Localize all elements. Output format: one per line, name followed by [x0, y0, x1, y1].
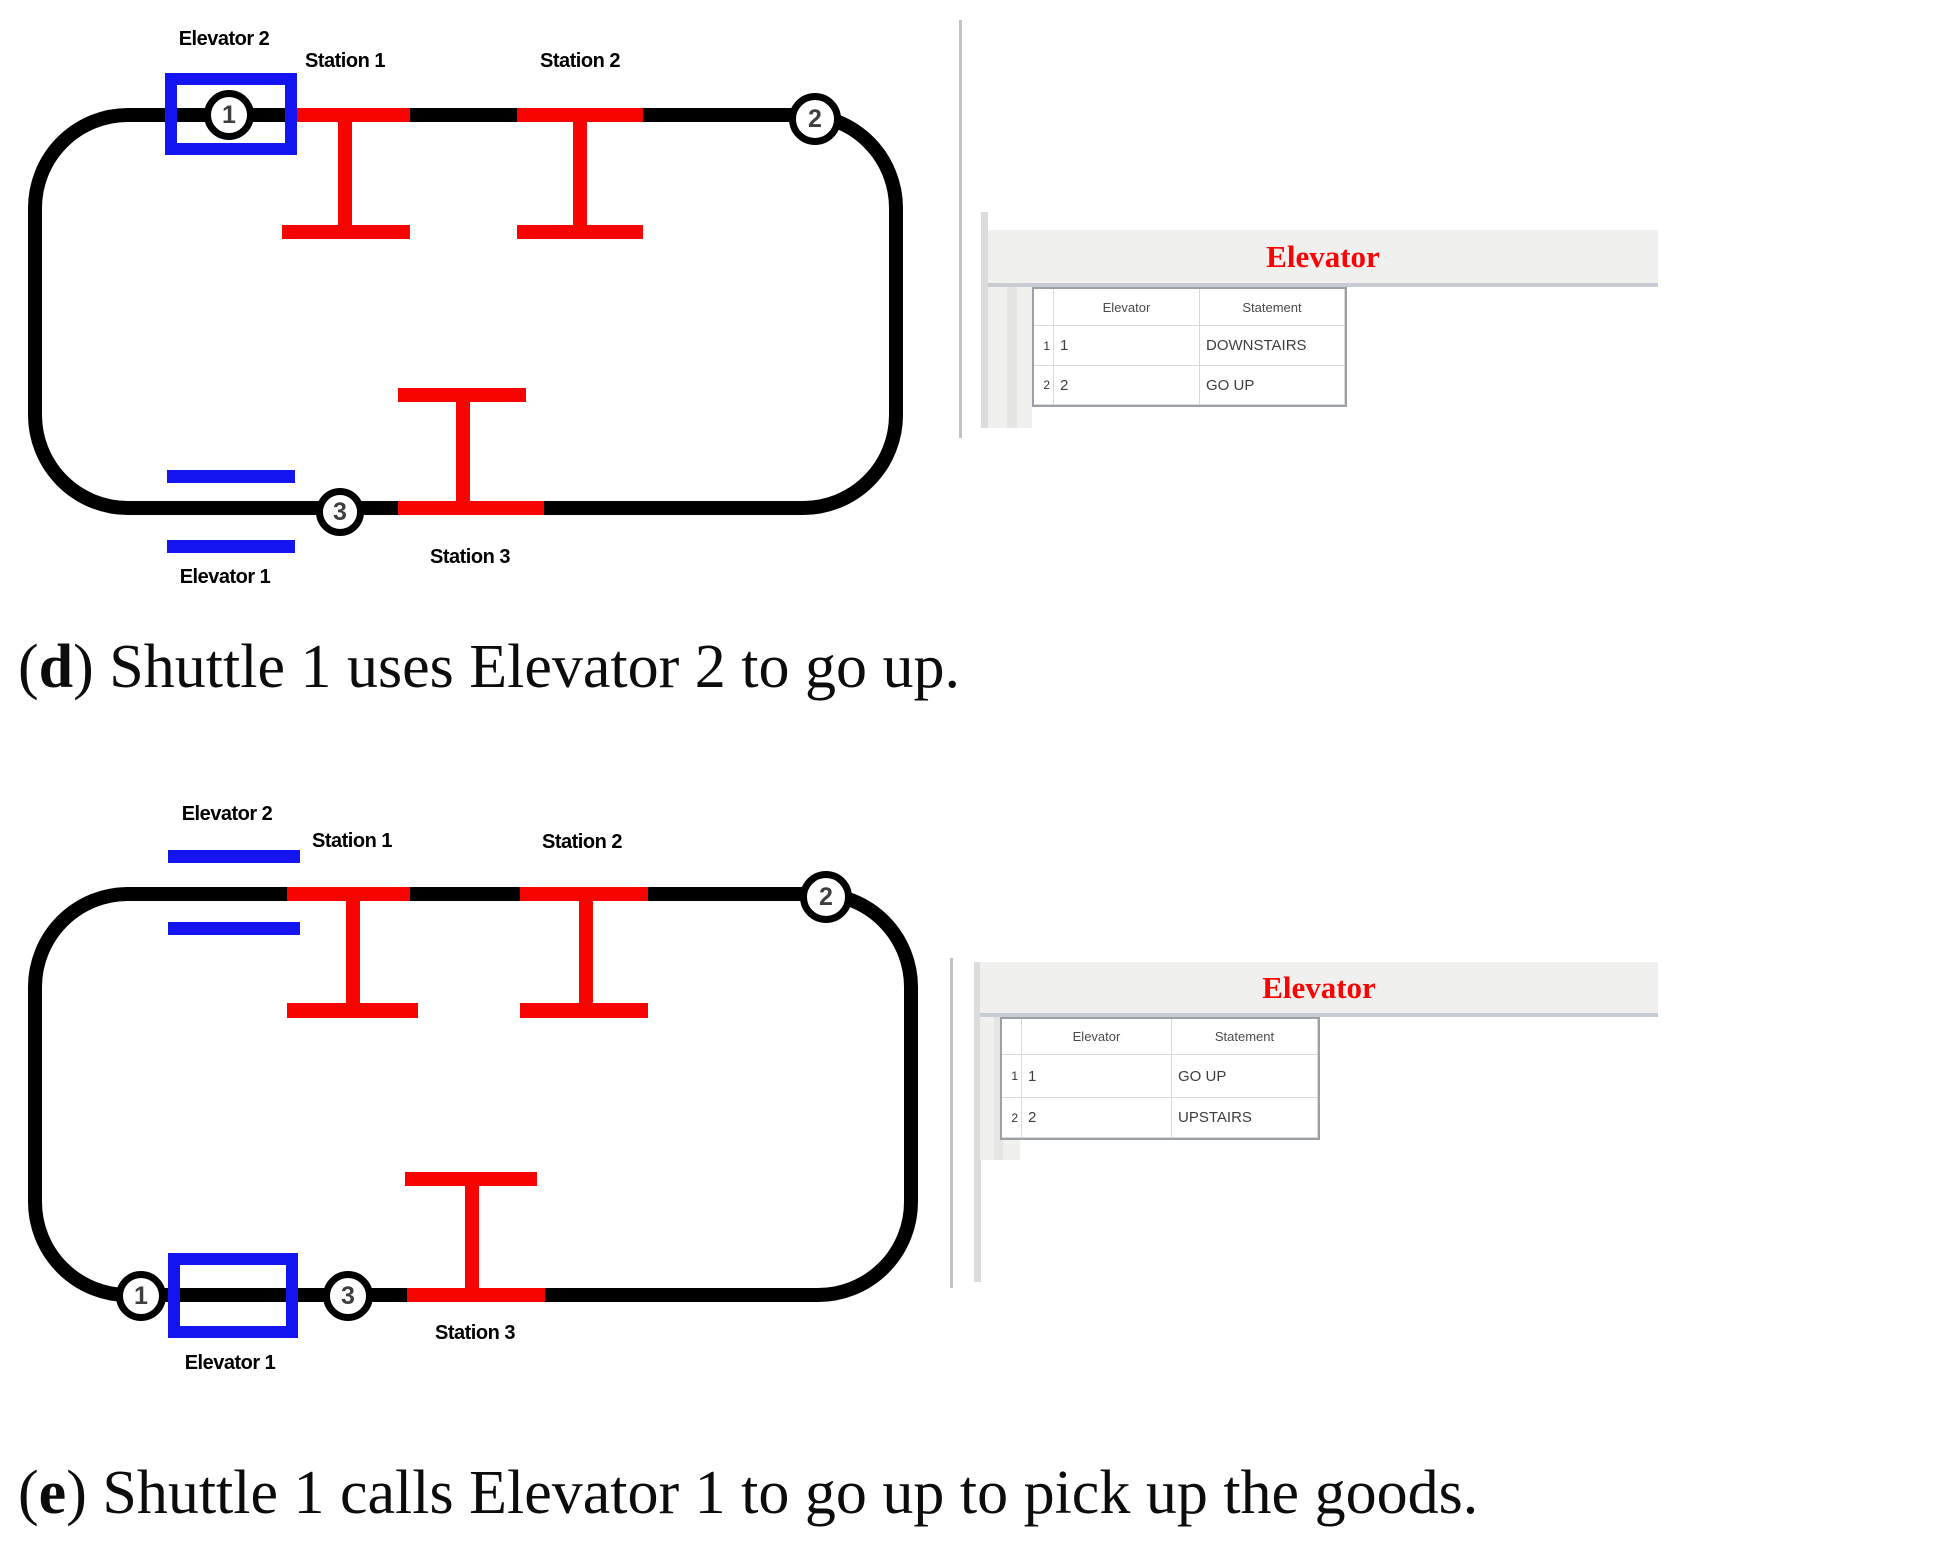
caption-e-letter: e: [38, 1459, 67, 1527]
station1-crossbar: [287, 1003, 418, 1018]
node-1-label: 1: [134, 1281, 148, 1310]
caption-d-open: (: [18, 633, 39, 701]
panel-scrollbar[interactable]: [981, 212, 988, 428]
cell-statement[interactable]: GO UP: [1172, 1055, 1318, 1098]
caption-d-letter: d: [38, 633, 74, 701]
panel-title-band: Elevator: [988, 230, 1658, 287]
station2-crossbar: [520, 1003, 648, 1018]
row-number: 2: [1002, 1098, 1022, 1138]
cell-statement[interactable]: UPSTAIRS: [1172, 1098, 1318, 1138]
node-1: 1: [204, 90, 254, 140]
panel-title: Elevator: [1266, 238, 1380, 274]
station3-stem: [456, 402, 470, 502]
cell-statement[interactable]: DOWNSTAIRS: [1200, 326, 1345, 366]
panel-title: Elevator: [1262, 969, 1376, 1005]
station2-track-segment: [520, 887, 648, 901]
header-blank: [1002, 1019, 1022, 1055]
station3-crossbar: [405, 1172, 537, 1186]
node-2: 2: [800, 871, 852, 923]
station1-stem: [346, 901, 360, 1003]
cell-elevator[interactable]: 1: [1022, 1055, 1172, 1098]
station3-label: Station 3: [430, 546, 510, 568]
caption-e-text: ) Shuttle 1 calls Elevator 1 to go up to…: [66, 1459, 1479, 1527]
caption-d: (d) Shuttle 1 uses Elevator 2 to go up.: [18, 632, 960, 703]
cell-statement[interactable]: GO UP: [1200, 366, 1345, 405]
station2-stem: [573, 122, 587, 225]
panel-divider: [950, 958, 953, 1288]
station3-label: Station 3: [435, 1322, 515, 1344]
station2-label: Station 2: [540, 50, 620, 72]
elevator1-label: Elevator 1: [179, 566, 271, 588]
elevator2-rail-bottom: [168, 922, 300, 935]
node-3-label: 3: [341, 1281, 355, 1310]
elevator2-box: [165, 73, 297, 155]
elevator-table: Elevator Statement 1 1 GO UP 2 2 UPSTAIR…: [1000, 1017, 1320, 1140]
station1-track-segment: [297, 108, 410, 122]
cell-elevator[interactable]: 2: [1022, 1098, 1172, 1138]
cell-elevator[interactable]: 2: [1054, 366, 1200, 405]
station2-label: Station 2: [542, 831, 622, 853]
elevator2-label: Elevator 2: [181, 803, 273, 825]
header-blank: [1034, 289, 1054, 326]
station2-stem: [579, 901, 593, 1003]
node-2: 2: [789, 93, 841, 145]
station2-track-segment: [517, 108, 643, 122]
node-3-label: 3: [333, 497, 347, 526]
station1-track-segment: [287, 887, 410, 901]
row-number: 1: [1002, 1055, 1022, 1098]
station3-stem: [465, 1186, 479, 1288]
elevator1-box: [168, 1253, 298, 1338]
station1-stem: [338, 122, 352, 225]
station3-track-segment: [398, 501, 544, 515]
elevator1-rail-top: [167, 470, 295, 483]
elevator1-label: Elevator 1: [184, 1352, 276, 1374]
elevator2-label: Elevator 2: [178, 28, 270, 50]
panel-divider: [959, 20, 962, 438]
station1-crossbar: [282, 225, 410, 239]
station3-track-segment: [407, 1288, 545, 1302]
cell-elevator[interactable]: 1: [1054, 326, 1200, 366]
caption-d-text: ) Shuttle 1 uses Elevator 2 to go up.: [73, 633, 960, 701]
node-3: 3: [323, 1271, 373, 1321]
station1-label: Station 1: [312, 830, 392, 852]
elevator-table: Elevator Statement 1 1 DOWNSTAIRS 2 2 GO…: [1032, 287, 1347, 407]
header-elevator: Elevator: [1054, 289, 1200, 326]
station2-crossbar: [517, 225, 643, 239]
track-loop: [28, 887, 918, 1302]
header-elevator: Elevator: [1022, 1019, 1172, 1055]
header-statement: Statement: [1172, 1019, 1318, 1055]
header-statement: Statement: [1200, 289, 1345, 326]
panel-gutter-strip: [994, 1017, 1003, 1160]
node-2-label: 2: [808, 104, 822, 133]
panel-title-band: Elevator: [980, 962, 1658, 1017]
node-2-label: 2: [819, 882, 833, 911]
elevator2-rail-top: [168, 850, 300, 863]
panel-scrollbar[interactable]: [974, 962, 981, 1282]
row-number: 1: [1034, 326, 1054, 366]
node-1-label: 1: [222, 100, 236, 129]
station3-crossbar: [398, 388, 526, 402]
caption-e-open: (: [18, 1459, 39, 1527]
node-1: 1: [116, 1271, 166, 1321]
row-number: 2: [1034, 366, 1054, 405]
elevator1-rail-bottom: [167, 540, 295, 553]
caption-e: (e) Shuttle 1 calls Elevator 1 to go up …: [18, 1458, 1478, 1529]
panel-gutter-strip: [1007, 287, 1017, 428]
node-3: 3: [316, 488, 364, 536]
station1-label: Station 1: [305, 50, 385, 72]
